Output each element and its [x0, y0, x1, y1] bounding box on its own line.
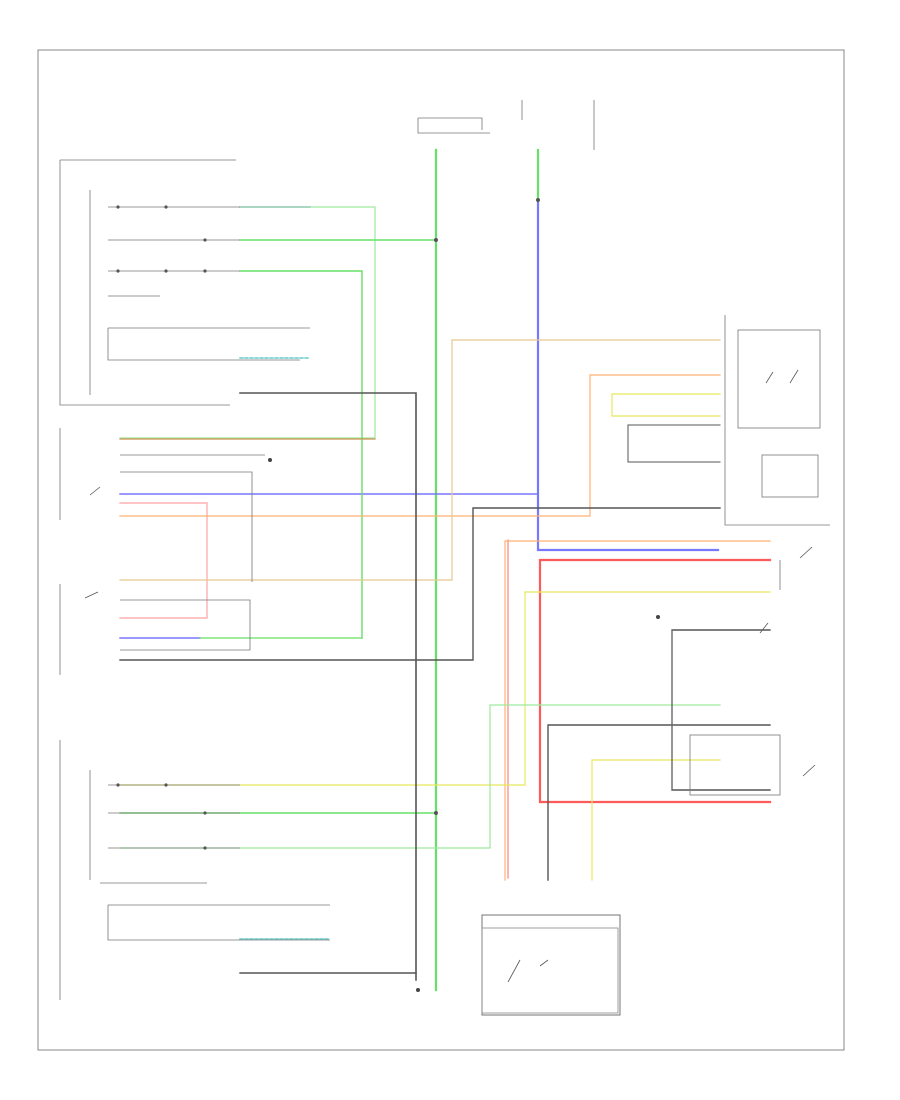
- wire-gray-pass-r2: [671, 629, 771, 791]
- switch-symbols: [84, 197, 816, 983]
- wire-red-main: [538, 558, 772, 804]
- wire-blue-main: [536, 198, 720, 552]
- wire-green-sw3: [239, 270, 363, 639]
- wire-yellow-2: [611, 393, 721, 417]
- schematic-outlines: [59, 100, 830, 1016]
- wire-gray-driver-seat: [119, 507, 721, 661]
- wire-yellow-3: [591, 759, 721, 881]
- wires: [119, 148, 772, 992]
- wire-green-sw1: [119, 206, 376, 439]
- wire-orange-1: [119, 374, 721, 517]
- wire-tan: [119, 339, 721, 581]
- wire-green-lower-2: [119, 704, 721, 849]
- diagram-frame: [37, 49, 845, 1051]
- wire-pink-loop: [119, 502, 208, 619]
- wire-orange-2: [504, 540, 771, 881]
- wire-yellow-1: [119, 591, 771, 786]
- ground-symbols: [268, 458, 660, 992]
- wire-gray-driver-ground: [239, 392, 417, 981]
- wire-gray-pass-right: [547, 724, 771, 881]
- wire-gray-right-block: [627, 424, 721, 463]
